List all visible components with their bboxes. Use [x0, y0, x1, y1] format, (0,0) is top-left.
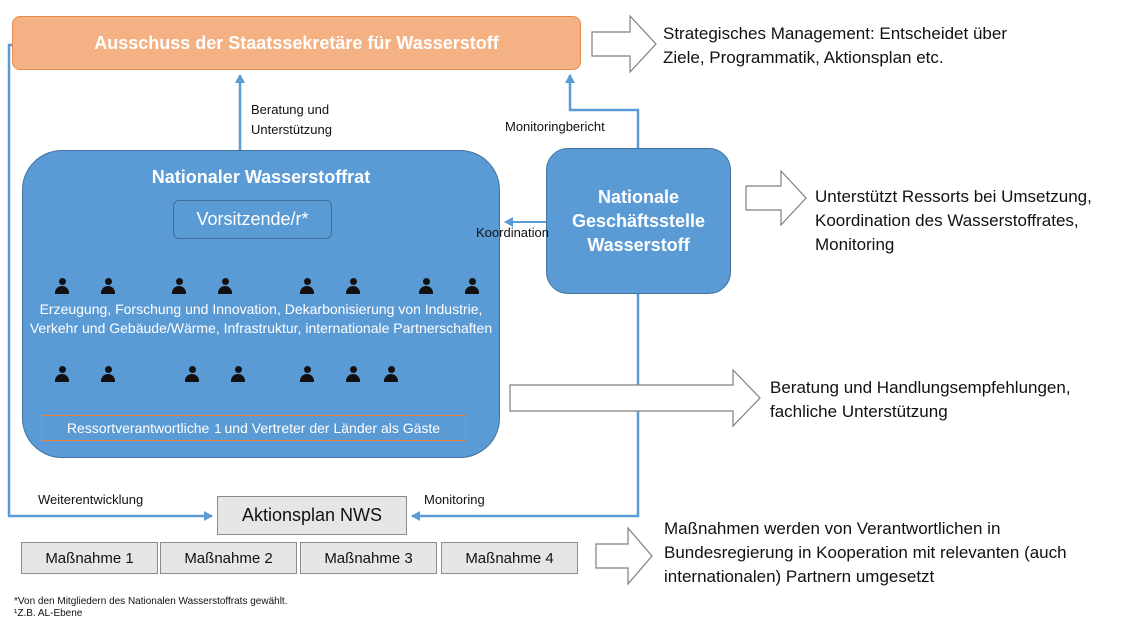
monitoring-report-label: Monitoringbericht [505, 119, 605, 134]
person-icon [172, 278, 186, 294]
measure-label: Maßnahme 3 [324, 549, 413, 567]
measure-box-3: Maßnahme 3 [300, 542, 437, 574]
block-arrow-icon [591, 14, 657, 74]
monitoring-label: Monitoring [424, 492, 485, 507]
person-icon [346, 278, 360, 294]
person-icon [419, 278, 433, 294]
office-description-line3: Monitoring [815, 235, 895, 254]
committee-box: Ausschuss der Staatssekretäre für Wasser… [12, 16, 581, 70]
development-label: Weiterentwicklung [38, 492, 144, 507]
office-description-line2: Koordination des Wasserstoffrates, [815, 211, 1079, 230]
measures-description-line2: Bundesregierung in Kooperation mit relev… [664, 543, 1067, 562]
monitoring-connector [411, 294, 640, 521]
measure-label: Maßnahme 2 [184, 549, 273, 567]
footnotes: *Von den Mitgliedern des Nationalen Wass… [14, 596, 288, 620]
council-description-line2: fachliche Unterstützung [770, 402, 948, 421]
office-title-line2: Geschäftsstelle [571, 211, 706, 231]
person-icon [384, 366, 398, 382]
guests-label-after: und Vertreter der Länder als Gäste [224, 420, 441, 436]
measures-description-line1: Maßnahmen werden von Verantwortlichen in [664, 519, 1001, 538]
strategic-description: Strategisches Management: Entscheidet üb… [663, 22, 1007, 70]
office-title-line1: Nationale [597, 187, 679, 207]
office-box: Nationale Geschäftsstelle Wasserstoff [546, 148, 731, 294]
footnote-chair: *Von den Mitgliedern des Nationalen Wass… [14, 596, 288, 607]
measure-box-1: Maßnahme 1 [21, 542, 158, 574]
footnote-level: ¹Z.B. AL-Ebene [14, 608, 83, 619]
person-icon [101, 278, 115, 294]
block-arrow-icon [595, 526, 653, 586]
measure-box-4: Maßnahme 4 [441, 542, 578, 574]
office-description-line1: Unterstützt Ressorts bei Umsetzung, [815, 187, 1092, 206]
measure-label: Maßnahme 1 [45, 549, 134, 567]
person-icon [346, 366, 360, 382]
council-topics: Erzeugung, Forschung und Innovation, Dek… [29, 301, 493, 336]
office-title-line3: Wasserstoff [587, 235, 690, 255]
strategic-description-line1: Strategisches Management: Entscheidet üb… [663, 24, 1007, 43]
block-arrow-icon [509, 368, 761, 428]
measure-label: Maßnahme 4 [465, 549, 554, 567]
person-icon [218, 278, 232, 294]
measures-description-line3: internationalen) Partnern umgesetzt [664, 567, 935, 586]
person-icon [185, 366, 199, 382]
action-plan-box: Aktionsplan NWS [217, 496, 407, 535]
guests-label-before: Ressortverantwortliche [66, 420, 210, 436]
committee-title: Ausschuss der Staatssekretäre für Wasser… [94, 32, 499, 53]
council-guests-box: Ressortverantwortliche 1 und Vertreter d… [41, 415, 466, 441]
advice-label-line2: Unterstützung [251, 122, 332, 137]
person-icon [300, 278, 314, 294]
council-description: Beratung und Handlungsempfehlungen, fach… [770, 376, 1071, 424]
person-icon [55, 366, 69, 382]
advice-label-line1: Beratung und [251, 102, 330, 117]
person-icon [231, 366, 245, 382]
measures-description: Maßnahmen werden von Verantwortlichen in… [664, 517, 1067, 589]
council-chair-box: Vorsitzende/r* [173, 200, 332, 239]
council-chair-label: Vorsitzende/r* [196, 209, 309, 229]
council-description-line1: Beratung und Handlungsempfehlungen, [770, 378, 1071, 397]
footnote-marker: 1 [214, 420, 222, 436]
council-box [22, 150, 500, 458]
person-icon [55, 278, 69, 294]
monitoring-report-connector [565, 74, 640, 148]
person-icon [465, 278, 479, 294]
coordination-label: Koordination [476, 225, 549, 240]
person-icon [300, 366, 314, 382]
action-plan-label: Aktionsplan NWS [241, 505, 383, 525]
council-title: Nationaler Wasserstoffrat [151, 167, 371, 187]
block-arrow-icon [745, 169, 807, 227]
office-description: Unterstützt Ressorts bei Umsetzung, Koor… [815, 185, 1092, 257]
strategic-description-line2: Ziele, Programmatik, Aktionsplan etc. [663, 48, 944, 67]
person-icon [101, 366, 115, 382]
development-connector [7, 43, 213, 521]
measure-box-2: Maßnahme 2 [160, 542, 297, 574]
